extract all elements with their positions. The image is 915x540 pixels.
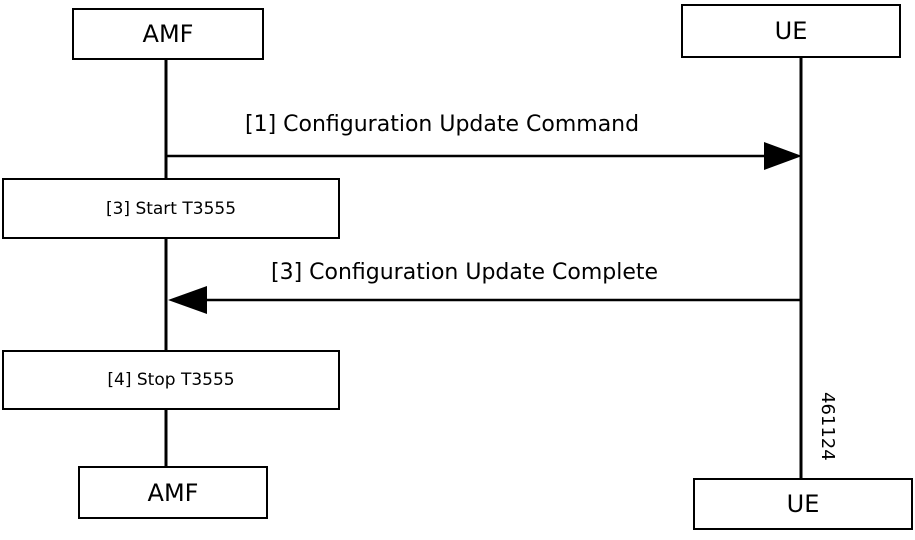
arrowhead-right	[764, 142, 802, 170]
participant-amf-top-label: AMF	[142, 20, 194, 48]
arrowhead-left	[168, 286, 207, 314]
participant-amf-bottom: AMF	[78, 466, 268, 519]
figure-id: 461124	[817, 392, 838, 461]
participant-ue-bottom: UE	[693, 478, 913, 530]
participant-ue-bottom-label: UE	[786, 490, 820, 518]
message-label-configuration-update-command: [1] Configuration Update Command	[245, 112, 640, 137]
participant-amf-bottom-label: AMF	[147, 478, 199, 507]
action-start-timer: [3] Start T3555	[2, 178, 340, 239]
participant-ue-top-label: UE	[774, 17, 808, 45]
message-label-configuration-update-complete: [3] Configuration Update Complete	[271, 260, 659, 285]
action-start-timer-label: [3] Start T3555	[105, 198, 237, 219]
participant-amf-top: AMF	[72, 8, 264, 60]
action-stop-timer-label: [4] Stop T3555	[107, 370, 235, 390]
action-stop-timer: [4] Stop T3555	[2, 350, 340, 410]
participant-ue-top: UE	[681, 4, 901, 58]
